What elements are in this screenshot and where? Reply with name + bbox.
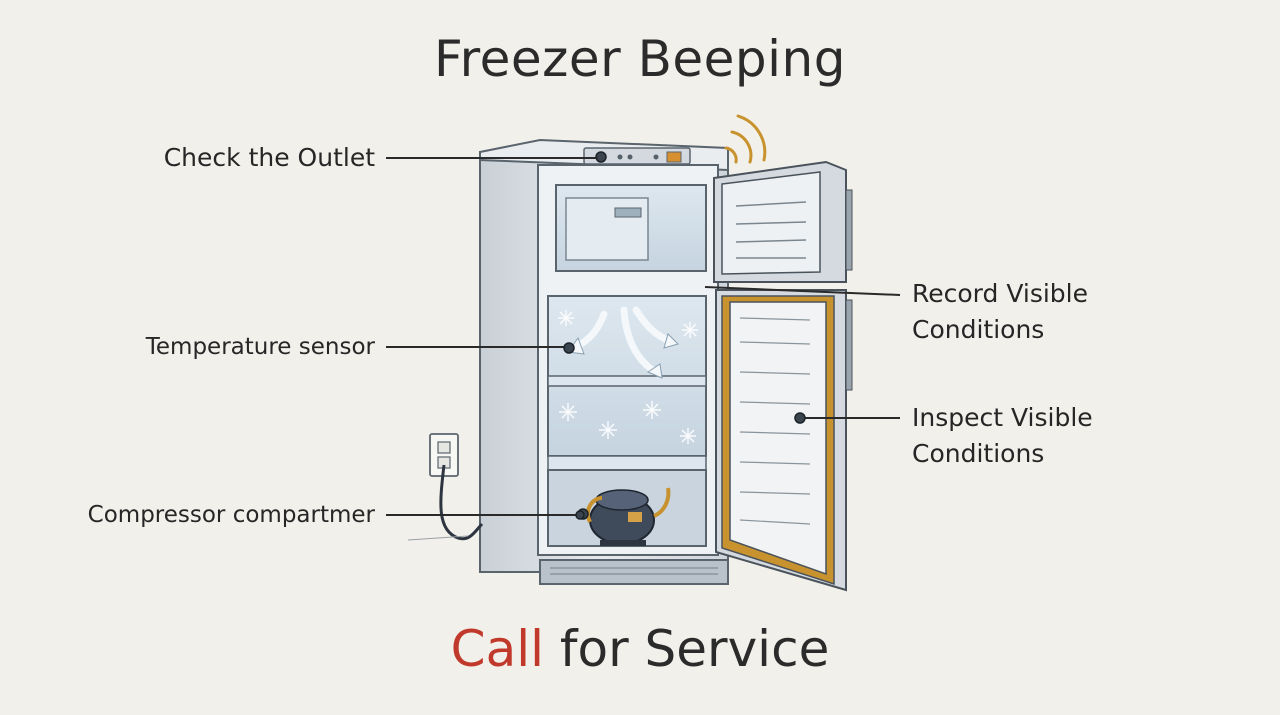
callout-dots: [563, 342, 806, 520]
label-record-visible-conditions: Record Visible Conditions: [912, 276, 1088, 348]
wall-outlet-icon: [407, 433, 484, 541]
label-compressor-compartment: Compressor compartmer: [87, 502, 375, 528]
footer-rest: for Service: [544, 620, 830, 678]
label-record-line-1: Record Visible: [912, 279, 1088, 308]
compressor-icon: [577, 487, 671, 546]
footer-accent-word: Call: [450, 620, 544, 678]
callout-lines: [386, 157, 901, 516]
snowflake-icon: [558, 310, 698, 444]
label-inspect-visible-conditions: Inspect Visible Conditions: [912, 400, 1093, 472]
sound-wave-icon: [724, 114, 767, 164]
label-inspect-line-2: Conditions: [912, 439, 1045, 468]
label-inspect-line-1: Inspect Visible: [912, 403, 1093, 432]
diagram-title: Freezer Beeping: [434, 30, 846, 88]
control-panel: [583, 147, 691, 165]
footer-call-for-service: Call for Service: [0, 620, 1280, 678]
lower-door: [715, 289, 853, 592]
label-temperature-sensor: Temperature sensor: [145, 334, 375, 360]
label-record-line-2: Conditions: [912, 315, 1045, 344]
label-check-outlet: Check the Outlet: [163, 143, 375, 172]
upper-door: [713, 160, 853, 283]
upper-compartment: [555, 184, 707, 272]
